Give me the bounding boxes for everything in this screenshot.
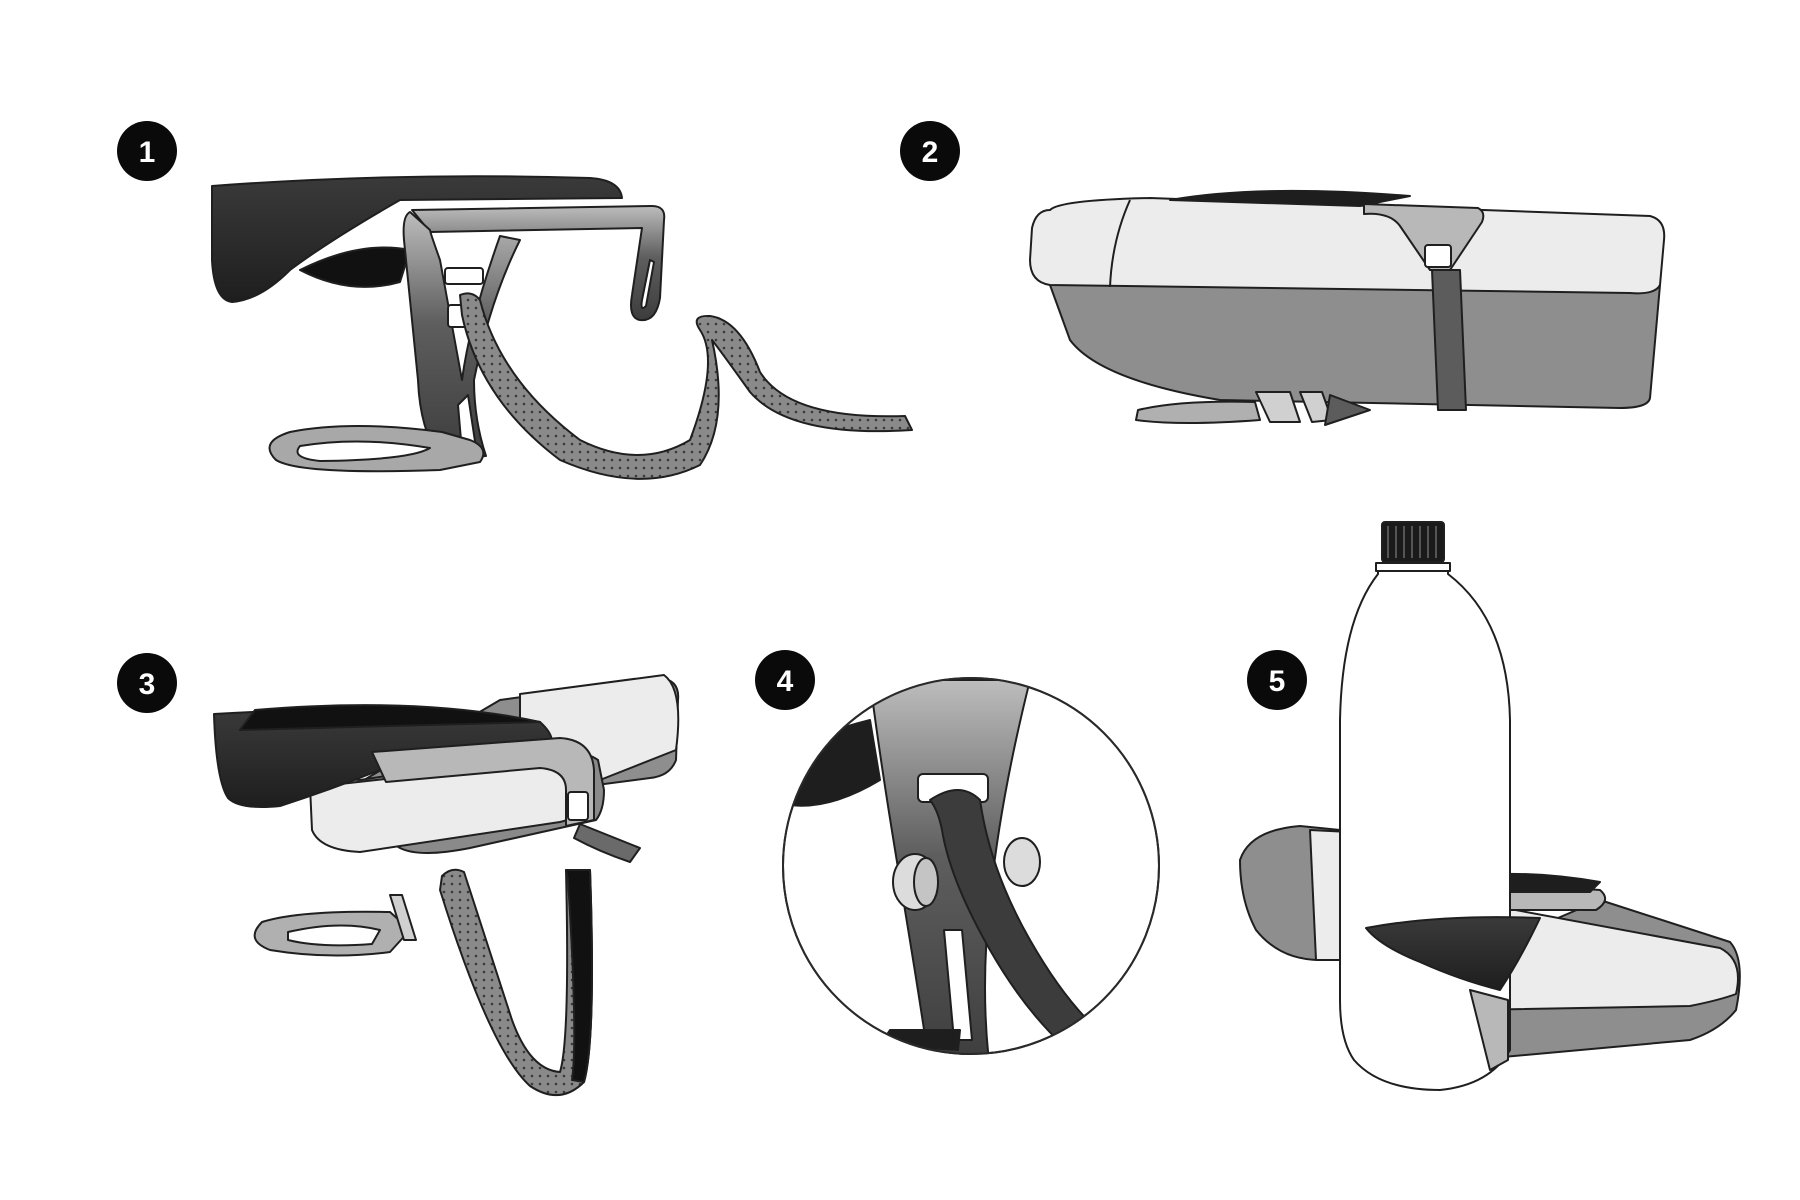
step-2: 2 [900, 121, 1666, 426]
step-2-illustration [1029, 189, 1666, 426]
step-1-badge-circle [117, 121, 177, 181]
step-5-badge-circle [1247, 650, 1307, 710]
step-3-badge-circle [117, 653, 177, 713]
step-1-illustration [211, 175, 913, 480]
step-1-number: 1 [139, 136, 156, 169]
step-4-number: 4 [777, 665, 794, 698]
step-2-badge-circle [900, 121, 960, 181]
step-2-number: 2 [922, 136, 939, 169]
step-5-badge: 5 [1247, 650, 1307, 710]
step-3-number: 3 [139, 668, 156, 701]
step-2-badge: 2 [900, 121, 960, 181]
step-4-illustration [782, 677, 1160, 1055]
step-3-illustration [213, 674, 680, 1097]
step-4-badge: 4 [755, 650, 815, 710]
step-1-badge: 1 [117, 121, 177, 181]
step-1: 1 [117, 121, 913, 480]
step-3: 3 [117, 653, 680, 1097]
step-5: 5 [1239, 521, 1741, 1091]
step-5-illustration [1239, 521, 1741, 1091]
step-3-badge: 3 [117, 653, 177, 713]
step-4: 4 [755, 650, 1160, 1055]
step-5-number: 5 [1269, 665, 1286, 698]
step-4-badge-circle [755, 650, 815, 710]
